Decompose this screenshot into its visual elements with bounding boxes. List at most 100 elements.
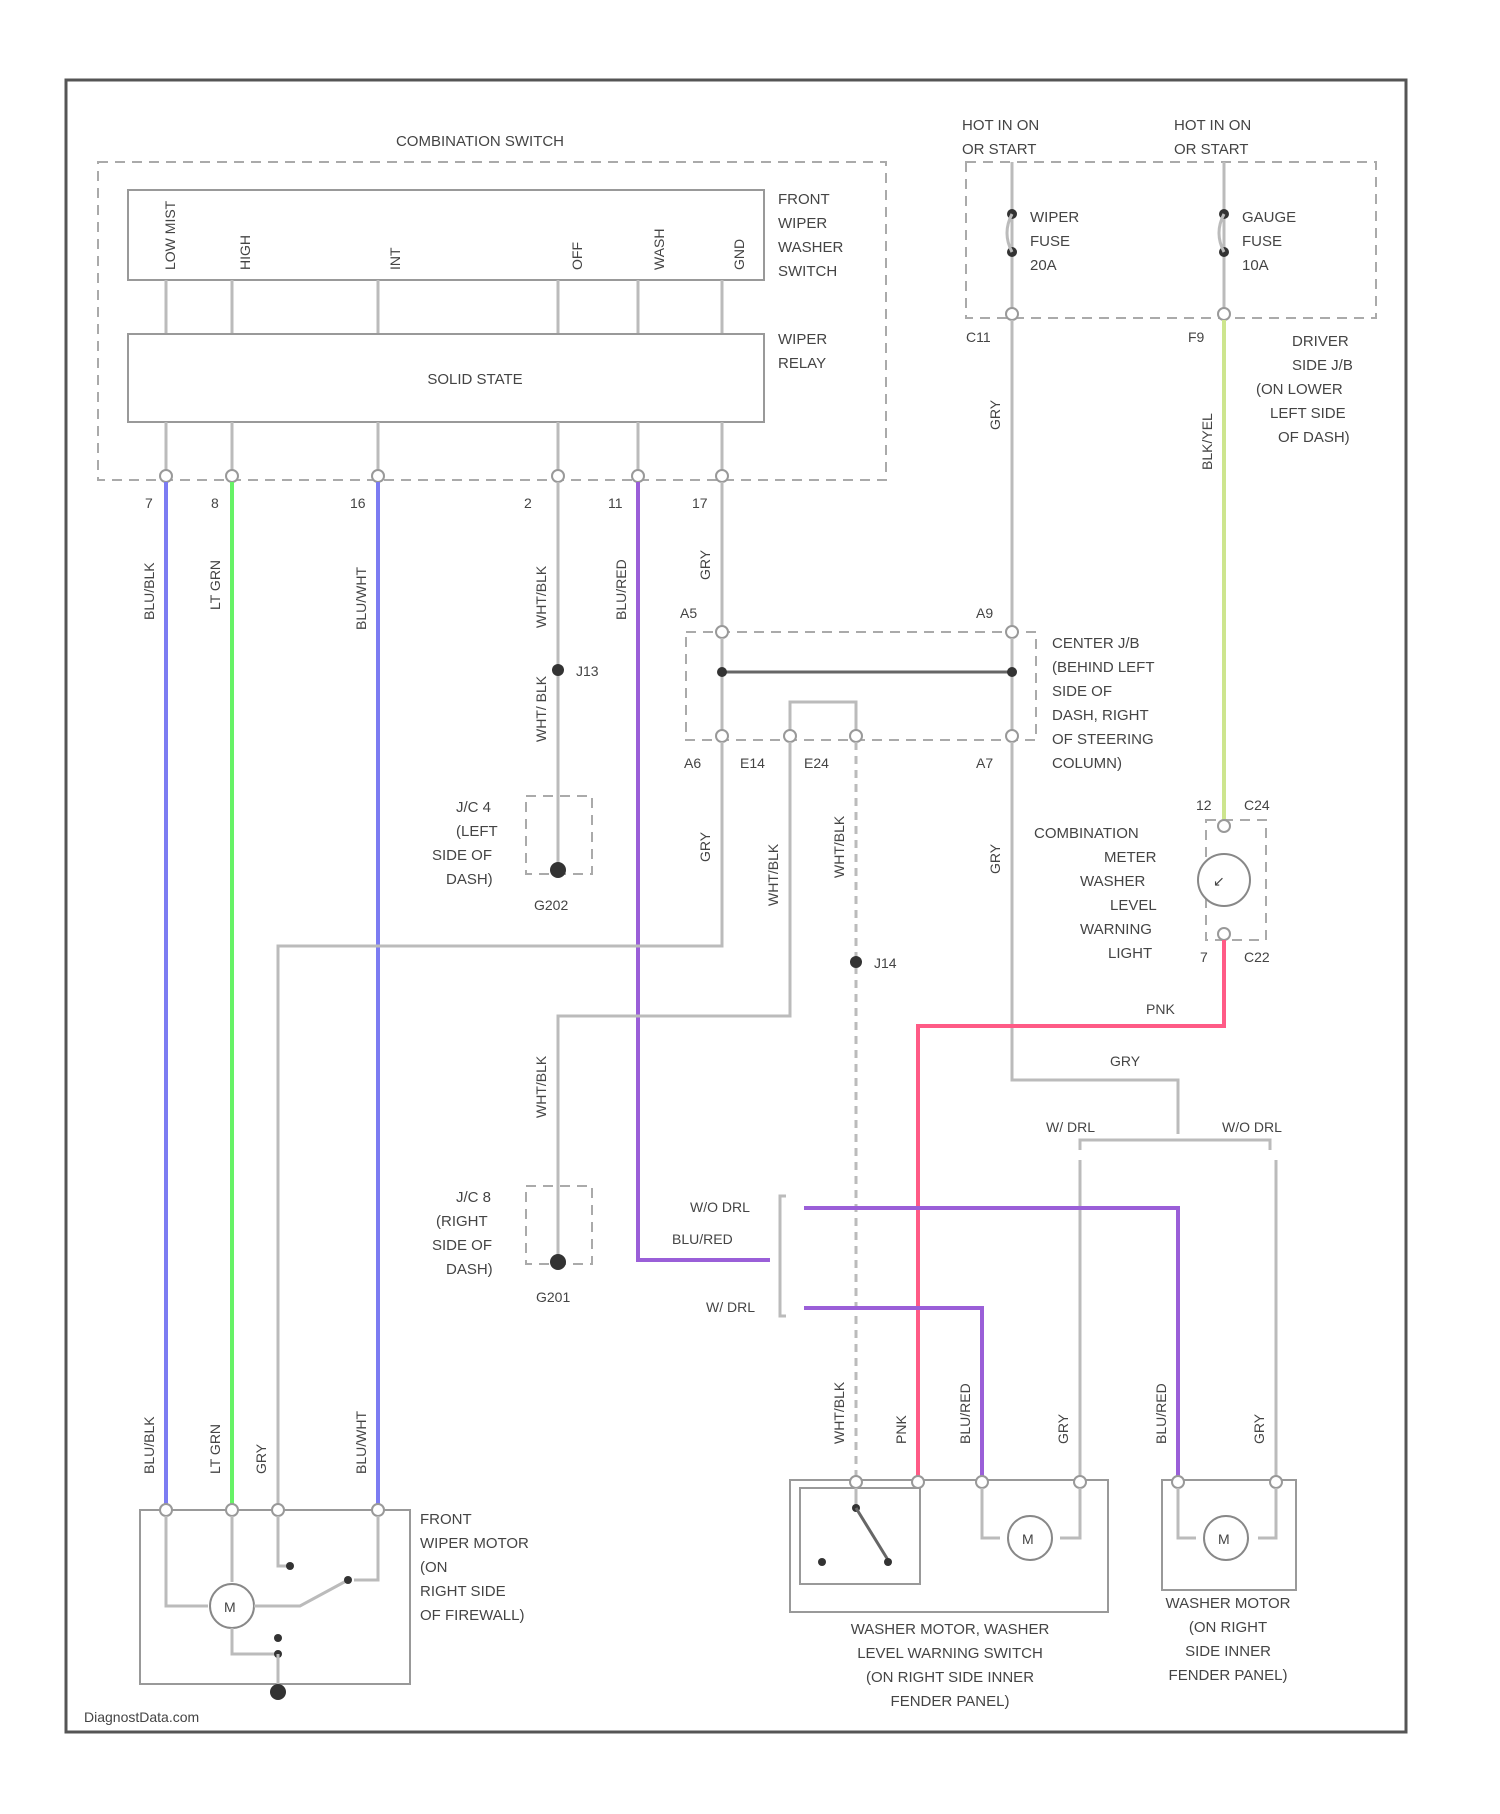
svg-text:WIPER MOTOR: WIPER MOTOR [420, 1535, 529, 1552]
svg-text:(BEHIND LEFT: (BEHIND LEFT [1052, 659, 1155, 676]
svg-text:M: M [1022, 1531, 1034, 1547]
svg-text:7: 7 [145, 495, 153, 511]
svg-text:10A: 10A [1242, 257, 1269, 274]
svg-text:GRY: GRY [1055, 1413, 1071, 1444]
svg-text:WHT/BLK: WHT/BLK [831, 815, 847, 878]
svg-text:SIDE OF: SIDE OF [1052, 683, 1112, 700]
svg-text:LEFT SIDE: LEFT SIDE [1270, 405, 1346, 422]
hot-in-on-left: HOT IN ON OR START [962, 117, 1039, 158]
svg-text:BLU/BLK: BLU/BLK [141, 1416, 157, 1474]
connector-e14: E14 [740, 755, 765, 771]
svg-text:LT GRN: LT GRN [207, 560, 223, 610]
svg-text:BLU/RED: BLU/RED [672, 1231, 733, 1247]
svg-text:FENDER PANEL): FENDER PANEL) [891, 1693, 1010, 1710]
connector-a5: A5 [680, 605, 697, 621]
svg-text:DASH): DASH) [446, 1261, 493, 1278]
svg-text:J/C 4: J/C 4 [456, 799, 491, 816]
combination-meter-label: COMBINATION METER WASHER LEVEL WARNING L… [1034, 825, 1157, 962]
svg-text:GRY: GRY [253, 1443, 269, 1474]
front-wiper-motor-label: FRONT WIPER MOTOR (ON RIGHT SIDE OF FIRE… [420, 1511, 529, 1624]
svg-text:OR START: OR START [962, 141, 1036, 158]
svg-text:GRY: GRY [987, 399, 1003, 430]
ground-g202: G202 [534, 897, 568, 913]
svg-text:WIPER: WIPER [778, 215, 827, 232]
connector-a7: A7 [976, 755, 993, 771]
switch-pos-high: HIGH [237, 235, 253, 270]
svg-text:12: 12 [1196, 797, 1212, 813]
wire-gry-a7-to-washers [1012, 742, 1178, 1134]
connector-j13: J13 [576, 663, 599, 679]
front-wiper-motor-box [140, 1510, 410, 1684]
option-w-drl-left: W/ DRL [706, 1299, 755, 1315]
svg-text:OF DASH): OF DASH) [1278, 429, 1350, 446]
connector-c24: C24 [1244, 797, 1270, 813]
svg-text:BLU/RED: BLU/RED [957, 1383, 973, 1444]
connector-a6: A6 [684, 755, 701, 771]
svg-text:BLU/RED: BLU/RED [613, 559, 629, 620]
connector-a9: A9 [976, 605, 993, 621]
svg-text:(RIGHT: (RIGHT [436, 1213, 488, 1230]
svg-text:RELAY: RELAY [778, 355, 826, 372]
svg-text:PNK: PNK [1146, 1001, 1175, 1017]
svg-text:METER: METER [1104, 849, 1157, 866]
svg-text:GAUGE: GAUGE [1242, 209, 1296, 226]
svg-text:(ON LOWER: (ON LOWER [1256, 381, 1343, 398]
option-w-drl-right: W/ DRL [1046, 1119, 1095, 1135]
svg-text:WHT/BLK: WHT/BLK [831, 1381, 847, 1444]
svg-text:J/C 8: J/C 8 [456, 1189, 491, 1206]
front-wiper-washer-switch-block [128, 190, 764, 280]
switch-pos-int: INT [387, 247, 403, 270]
washer-motor-right-label: WASHER MOTOR (ON RIGHT SIDE INNER FENDER… [1165, 1595, 1290, 1684]
svg-text:OF STEERING: OF STEERING [1052, 731, 1154, 748]
connector-j14: J14 [874, 955, 897, 971]
svg-text:GRY: GRY [1251, 1413, 1267, 1444]
svg-text:DRIVER: DRIVER [1292, 333, 1349, 350]
drl-split-bracket-left [780, 1196, 786, 1316]
svg-text:WHT/BLK: WHT/BLK [533, 1055, 549, 1118]
wire-wht-blk-e14-to-jc8 [558, 742, 790, 1190]
svg-text:LEVEL: LEVEL [1110, 897, 1157, 914]
option-wo-drl-right: W/O DRL [1222, 1119, 1282, 1135]
wiper-fuse: WIPER FUSE 20A [1007, 209, 1079, 274]
svg-text:OF FIREWALL): OF FIREWALL) [420, 1607, 524, 1624]
svg-text:FRONT: FRONT [778, 191, 830, 208]
svg-text:LT GRN: LT GRN [207, 1424, 223, 1474]
svg-text:↙: ↙ [1213, 873, 1225, 889]
svg-text:WARNING: WARNING [1080, 921, 1152, 938]
svg-text:SIDE J/B: SIDE J/B [1292, 357, 1353, 374]
svg-text:GRY: GRY [987, 843, 1003, 874]
driver-side-jb-box [966, 162, 1376, 318]
svg-text:WASHER: WASHER [1080, 873, 1145, 890]
connector-f9: F9 [1188, 329, 1205, 345]
svg-text:SIDE INNER: SIDE INNER [1185, 1643, 1271, 1660]
svg-text:M: M [1218, 1531, 1230, 1547]
svg-text:(ON RIGHT: (ON RIGHT [1189, 1619, 1267, 1636]
gauge-fuse: GAUGE FUSE 10A [1219, 209, 1296, 274]
wire-blu-red [638, 482, 770, 1260]
svg-text:8: 8 [211, 495, 219, 511]
front-wiper-motor-pins: BLU/BLK LT GRN GRY BLU/WHT [141, 1411, 384, 1516]
washer-motor-switch-label: WASHER MOTOR, WASHER LEVEL WARNING SWITC… [851, 1621, 1050, 1710]
svg-text:BLU/WHT: BLU/WHT [353, 567, 369, 630]
svg-text:WIPER: WIPER [778, 331, 827, 348]
relay-pin-drops [166, 422, 722, 476]
switch-pos-wash: WASH [651, 229, 667, 270]
svg-text:(LEFT: (LEFT [456, 823, 498, 840]
svg-text:DASH, RIGHT: DASH, RIGHT [1052, 707, 1149, 724]
connector-c22: C22 [1244, 949, 1270, 965]
svg-text:WHT/ BLK: WHT/ BLK [533, 675, 549, 742]
connector-c11: C11 [966, 329, 991, 345]
svg-text:OR START: OR START [1174, 141, 1248, 158]
solid-state-label: SOLID STATE [427, 371, 522, 388]
ground-g201: G201 [536, 1289, 570, 1305]
svg-text:16: 16 [350, 495, 366, 511]
svg-text:SWITCH: SWITCH [778, 263, 837, 280]
svg-text:FUSE: FUSE [1242, 233, 1282, 250]
svg-text:HOT IN ON: HOT IN ON [1174, 117, 1251, 134]
watermark: DiagnostData.com [84, 1709, 199, 1725]
svg-text:BLU/RED: BLU/RED [1153, 1383, 1169, 1444]
svg-text:WASHER: WASHER [778, 239, 843, 256]
center-jb-box [686, 632, 1036, 740]
svg-text:7: 7 [1200, 949, 1208, 965]
svg-text:11: 11 [608, 495, 623, 511]
